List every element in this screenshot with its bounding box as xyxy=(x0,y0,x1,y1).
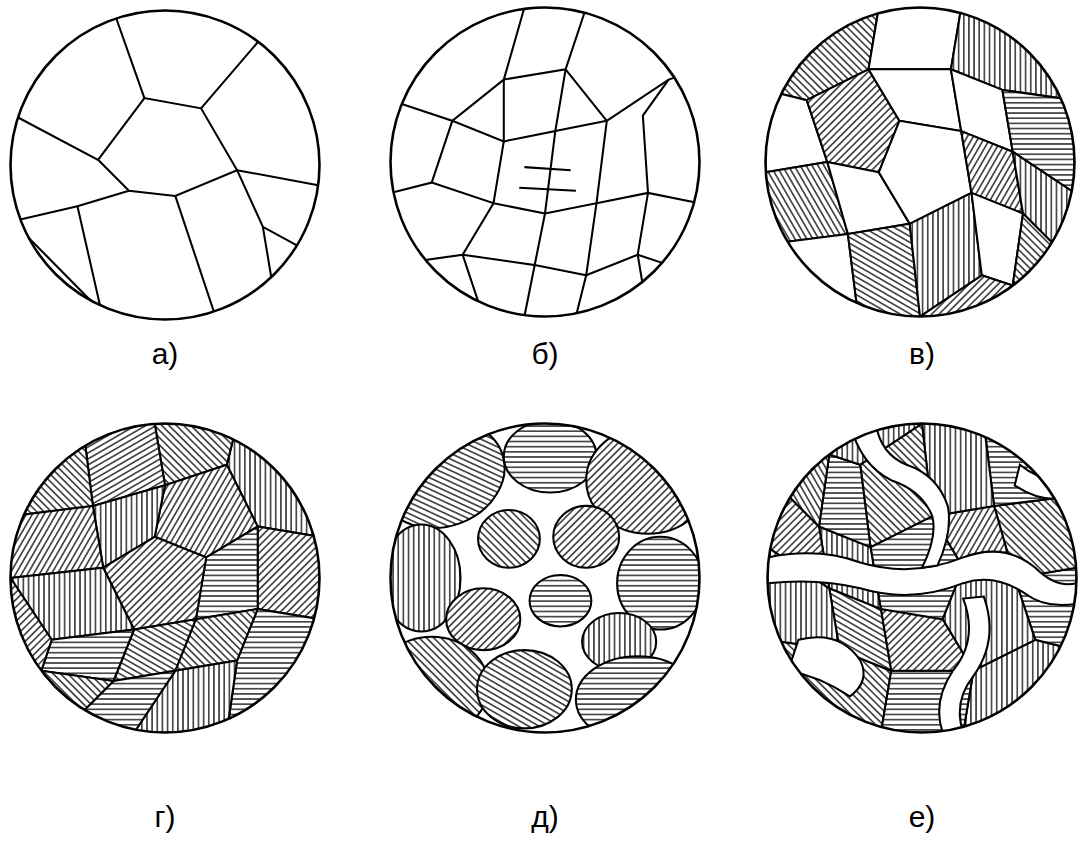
figure-label: е) xyxy=(909,800,936,833)
micrograph-f xyxy=(768,424,1077,733)
micrograph-e xyxy=(364,405,709,743)
figure-label: г) xyxy=(155,800,176,833)
micrograph-c xyxy=(766,8,1075,317)
figure-label: б) xyxy=(531,337,558,370)
figure-label: д) xyxy=(531,800,559,833)
figure-label: в) xyxy=(909,337,935,370)
micrograph-d xyxy=(11,424,320,733)
micrograph-b xyxy=(391,8,700,317)
figure-label: а) xyxy=(152,337,179,370)
micrograph-a xyxy=(11,11,320,320)
